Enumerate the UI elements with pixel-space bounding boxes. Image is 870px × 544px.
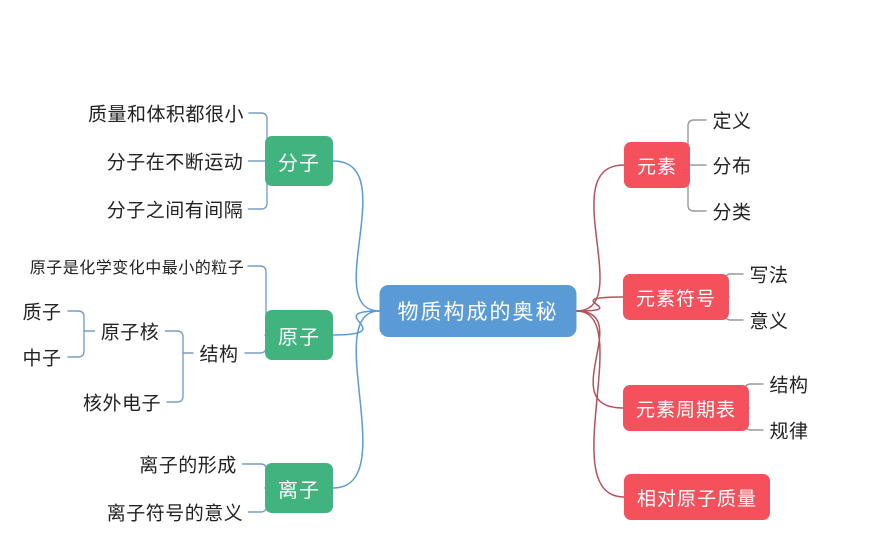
branch-node-2-left[interactable]: 离子 <box>265 463 333 513</box>
leaf-deep[interactable]: 核外电子 <box>82 393 162 415</box>
leaf-r-2-0[interactable]: 结构 <box>769 375 809 397</box>
leaf-deep[interactable]: 原子核 <box>100 322 160 344</box>
branch-node-3-right[interactable]: 相对原子质量 <box>623 474 771 520</box>
branch-node-1-right[interactable]: 元素符号 <box>622 274 730 320</box>
node-label: 相对原子质量 <box>636 488 758 510</box>
leaf-r-0-1[interactable]: 分布 <box>712 156 752 178</box>
node-label: 分子 <box>278 152 320 175</box>
leaf-r-1-0[interactable]: 写法 <box>749 265 789 287</box>
leaf-deep[interactable]: 中子 <box>22 348 62 370</box>
node-label: 元素周期表 <box>635 399 737 421</box>
node-label: 物质构成的奥秘 <box>397 301 559 324</box>
leaf-r-1-1[interactable]: 意义 <box>749 311 789 333</box>
branch-node-1-left[interactable]: 原子 <box>265 310 333 360</box>
node-label: 元素 <box>636 156 678 178</box>
leaf-1-0[interactable]: 原子是化学变化中最小的粒子 <box>29 260 245 277</box>
leaf-2-0[interactable]: 离子的形成 <box>139 455 237 477</box>
leaf-0-2[interactable]: 分子之间有间隔 <box>106 200 244 222</box>
branch-node-2-right[interactable]: 元素周期表 <box>622 385 750 431</box>
leaf-2-1[interactable]: 离子符号的意义 <box>106 503 244 525</box>
node-label: 原子 <box>278 326 320 349</box>
root-node[interactable]: 物质构成的奥秘 <box>379 285 577 337</box>
leaf-r-2-1[interactable]: 规律 <box>769 421 809 443</box>
leaf-r-0-0[interactable]: 定义 <box>712 111 752 133</box>
leaf-0-0[interactable]: 质量和体积都很小 <box>87 104 245 126</box>
leaf-r-0-2[interactable]: 分类 <box>712 202 752 224</box>
node-label: 离子 <box>278 479 320 502</box>
node-label: 元素符号 <box>635 288 717 310</box>
branch-node-0-left[interactable]: 分子 <box>265 136 333 186</box>
leaf-deep[interactable]: 质子 <box>22 302 62 324</box>
branch-node-0-right[interactable]: 元素 <box>623 142 691 188</box>
leaf-0-1[interactable]: 分子在不断运动 <box>106 152 244 174</box>
leaf-1-1[interactable]: 结构 <box>199 344 239 366</box>
